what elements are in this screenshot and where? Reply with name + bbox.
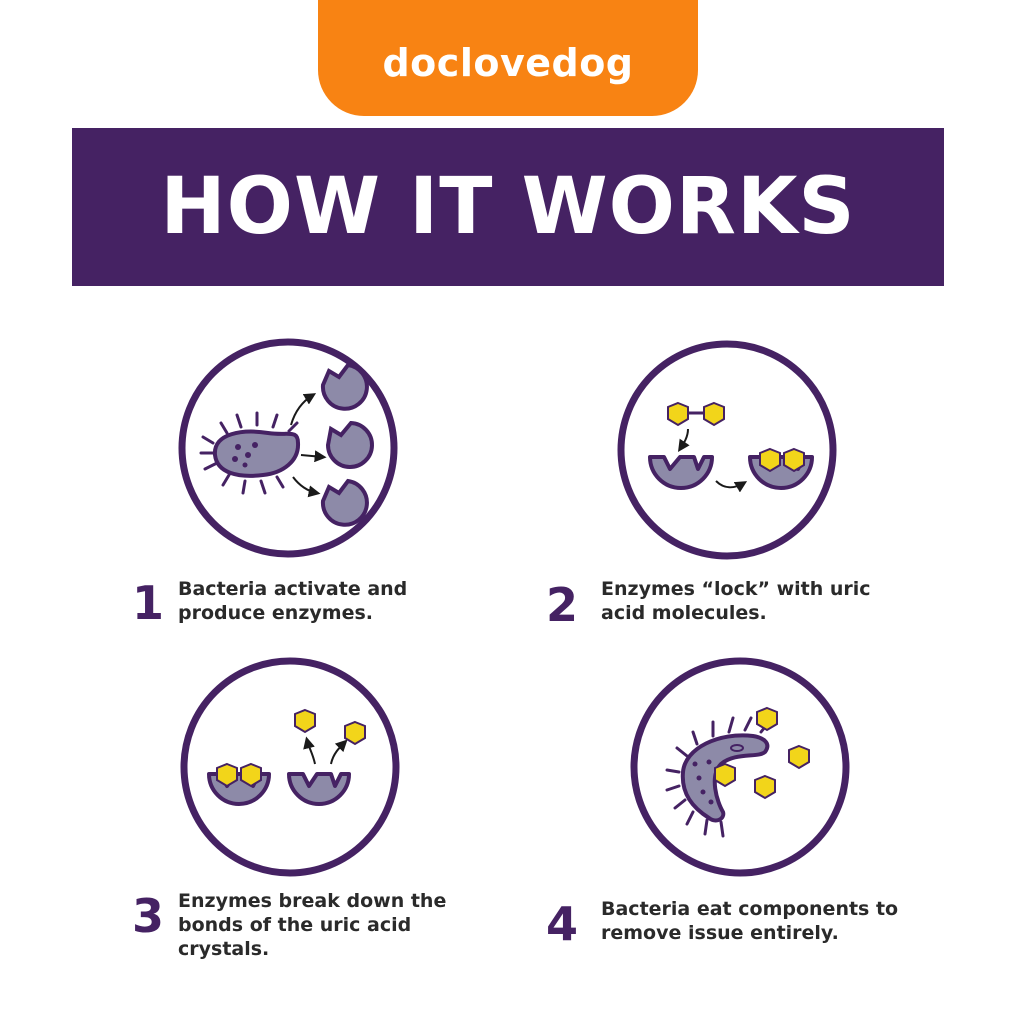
- step-4-illustration: [630, 657, 850, 877]
- step-2-illustration: [617, 340, 837, 560]
- uric-acid-molecule-icon: [667, 401, 725, 427]
- step-3-number: 3: [131, 889, 164, 943]
- step-1-illustration: [178, 338, 398, 558]
- step-2-text: Enzymes “lock” with uric acid molecules.: [601, 578, 871, 624]
- step-1-text: Bacteria activate and produce enzymes.: [178, 578, 408, 624]
- step-1-number: 1: [131, 576, 164, 630]
- step-2-circle: [617, 340, 837, 560]
- step-4-text: Bacteria eat components to remove issue …: [601, 898, 899, 944]
- enzyme-icon: [287, 772, 351, 806]
- step-4-number: 4: [545, 897, 578, 951]
- step-2-number: 2: [545, 578, 578, 632]
- uric-acid-molecule-icon: [714, 706, 810, 800]
- brand-logo-text: doclovedog: [382, 41, 634, 85]
- arrow-icon: [290, 393, 327, 498]
- enzyme-with-molecule-icon: [748, 447, 814, 490]
- title-banner: HOW IT WORKS: [72, 128, 944, 286]
- arrow-icon: [715, 480, 748, 493]
- arrow-icon: [303, 736, 348, 765]
- step-3-circle: [180, 657, 400, 877]
- arrow-icon: [678, 428, 690, 452]
- step-3-text: Enzymes break down the bonds of the uric…: [178, 890, 447, 960]
- page-title: HOW IT WORKS: [160, 162, 856, 252]
- brand-tab: doclovedog: [318, 0, 698, 116]
- step-4-circle: [630, 657, 850, 877]
- uric-acid-molecule-icon: [294, 708, 366, 746]
- enzyme-with-molecule-icon: [207, 762, 271, 806]
- step-3-illustration: [180, 657, 400, 877]
- enzyme-icon: [320, 362, 374, 527]
- enzyme-icon: [648, 455, 714, 490]
- bacterium-icon: [199, 411, 300, 495]
